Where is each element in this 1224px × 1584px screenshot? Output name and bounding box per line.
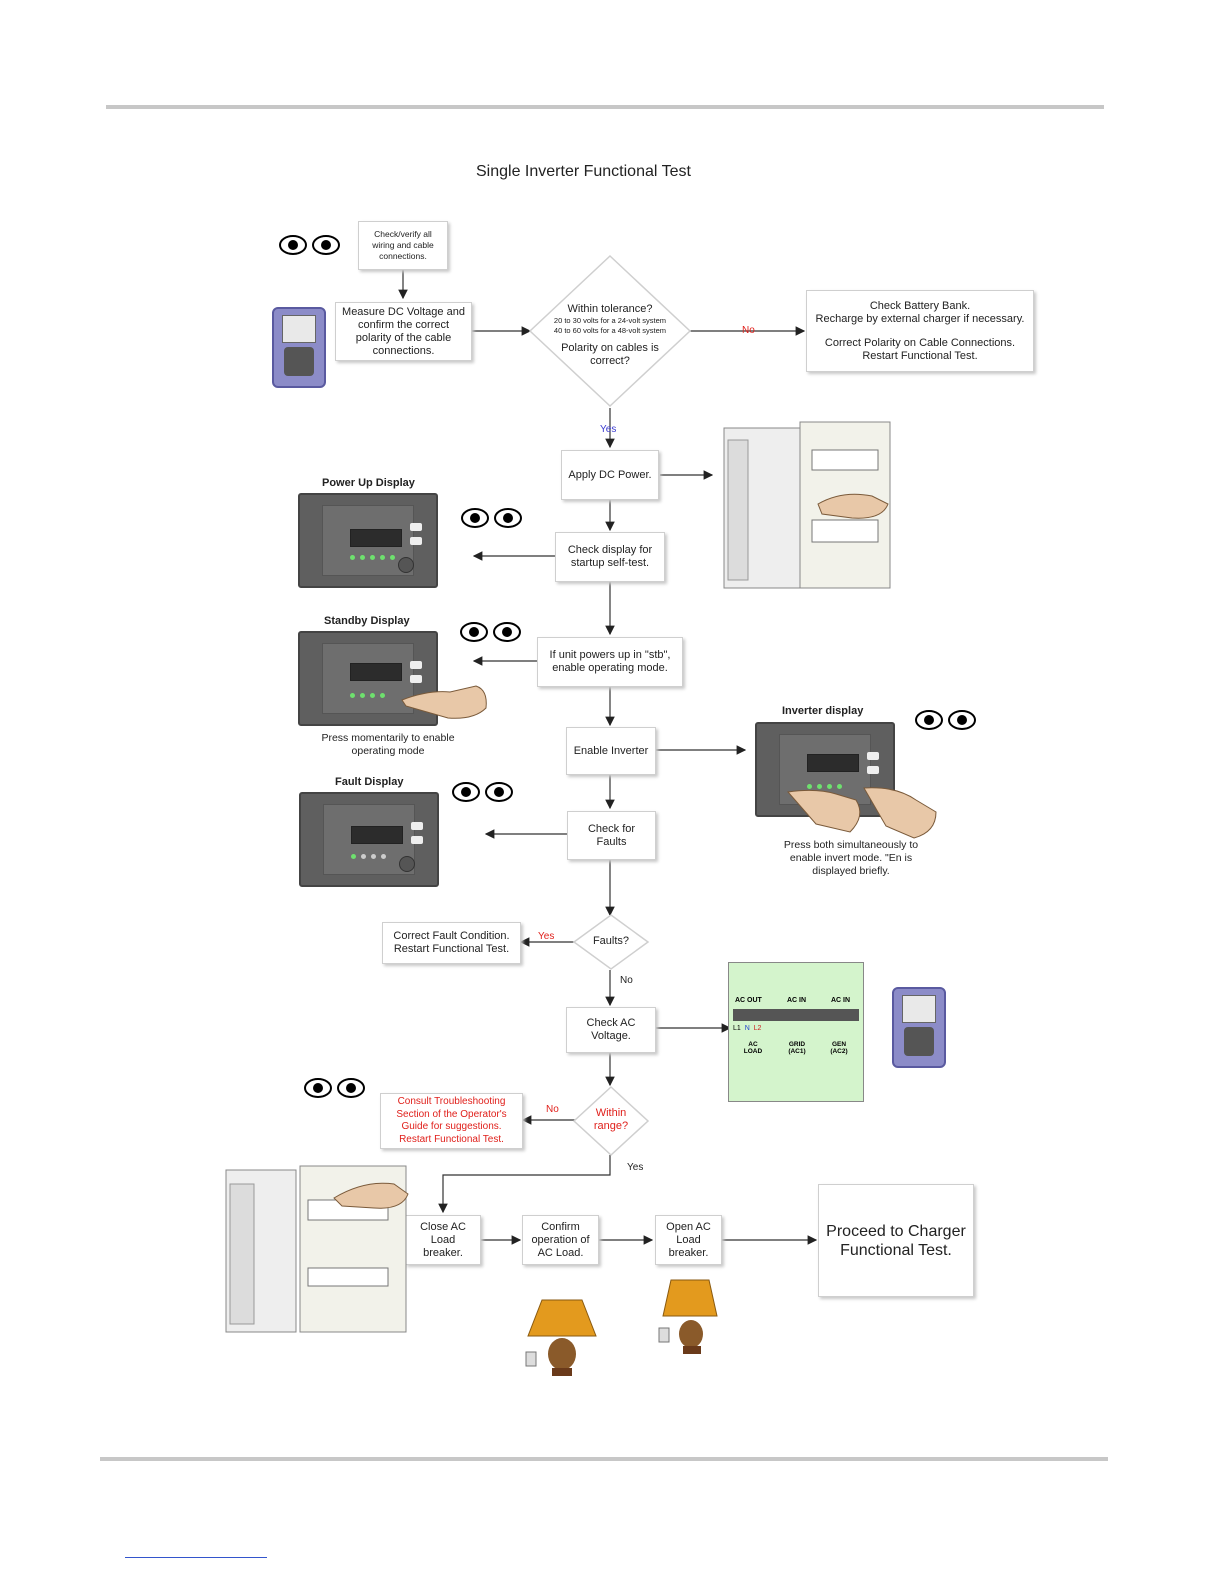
- battery-line-2: Recharge by external charger if necessar…: [815, 312, 1025, 325]
- l2-label: L2: [753, 1025, 762, 1032]
- flowchart-title: Single Inverter Functional Test: [476, 163, 691, 180]
- breaker-cabinet-icon: [723, 421, 891, 589]
- eyes-icon: [460, 622, 521, 642]
- consult-text: Consult Troubleshooting Section of the O…: [396, 1096, 507, 1145]
- tolerance-question: Within tolerance?: [567, 303, 653, 315]
- correct-fault-text: Correct Fault Condition. Restart Functio…: [393, 930, 510, 955]
- enable-inverter-box: Enable Inverter: [566, 727, 656, 775]
- eyes-icon: [461, 508, 522, 528]
- fault-caption: Fault Display: [335, 776, 404, 788]
- proceed-box: Proceed to Charger Functional Test.: [818, 1184, 974, 1297]
- check-ac-box: Check AC Voltage.: [566, 1007, 656, 1053]
- range-text: Within range?: [593, 1107, 629, 1132]
- battery-line-3: Correct Polarity on Cable Connections.: [824, 336, 1016, 349]
- check-display-text: Check display for startup self-test.: [567, 544, 653, 569]
- inverter-caption: Inverter display: [782, 705, 864, 717]
- close-ac-text: Close AC Load breaker.: [420, 1220, 466, 1259]
- check-ac-text: Check AC Voltage.: [586, 1017, 636, 1042]
- check-wiring-text: Check/verify all wiring and cable connec…: [372, 229, 434, 261]
- n-label: N: [744, 1025, 750, 1032]
- l1-label: L1: [733, 1025, 741, 1032]
- faults-text: Faults?: [592, 935, 630, 947]
- eyes-icon: [915, 710, 976, 730]
- fault-display-panel: [299, 792, 439, 887]
- grid-label: GRID (AC1): [788, 1041, 806, 1055]
- check-wiring-box: Check/verify all wiring and cable connec…: [358, 221, 448, 270]
- power-up-display-panel: [298, 493, 438, 588]
- no-range-label: No: [546, 1104, 559, 1115]
- ac-terminal-block: AC OUT AC IN AC IN L1 N L2 AC LOAD GRID …: [728, 962, 864, 1102]
- range-diamond: [572, 1085, 650, 1157]
- open-ac-text: Open AC Load breaker.: [666, 1220, 711, 1259]
- lamp-icon: [525, 1299, 597, 1376]
- tolerance-text: Within tolerance? 20 to 30 volts for a 2…: [540, 303, 680, 368]
- faults-diamond: [572, 914, 650, 970]
- yes-tolerance-label: Yes: [600, 424, 617, 435]
- footer-link-underline[interactable]: [125, 1557, 267, 1558]
- tolerance-24v: 20 to 30 volts for a 24-volt system: [553, 316, 667, 325]
- ac-out-label: AC OUT: [735, 997, 762, 1004]
- stb-box: If unit powers up in "stb", enable opera…: [537, 637, 683, 687]
- tolerance-48v: 40 to 60 volts for a 48-volt system: [553, 326, 667, 335]
- no-tolerance-label: No: [742, 325, 755, 336]
- check-faults-text: Check for Faults: [587, 822, 636, 848]
- standby-caption: Standby Display: [324, 615, 410, 627]
- header-rule: [106, 105, 1104, 109]
- enable-inverter-text: Enable Inverter: [573, 744, 649, 757]
- ac-in1-label: AC IN: [787, 997, 807, 1004]
- eyes-icon: [304, 1078, 365, 1098]
- battery-bank-box: Check Battery Bank. Recharge by external…: [806, 290, 1034, 372]
- correct-fault-box: Correct Fault Condition. Restart Functio…: [382, 922, 521, 964]
- measure-dc-text: Measure DC Voltage and confirm the corre…: [342, 305, 465, 357]
- confirm-ac-text: Confirm operation of AC Load.: [531, 1220, 590, 1259]
- eyes-icon: [452, 782, 513, 802]
- apply-dc-box: Apply DC Power.: [561, 450, 659, 500]
- multimeter-icon: [892, 987, 946, 1068]
- open-ac-box: Open AC Load breaker.: [655, 1215, 722, 1265]
- press-momentarily-note: Press momentarily to enable operating mo…: [321, 732, 455, 757]
- confirm-ac-box: Confirm operation of AC Load.: [522, 1215, 599, 1265]
- power-up-caption: Power Up Display: [322, 477, 415, 489]
- breaker-cabinet-icon: [225, 1165, 409, 1333]
- yes-range-label: Yes: [627, 1162, 644, 1173]
- terminal-row: L1 N L2: [733, 1025, 761, 1032]
- lamp-icon: [658, 1279, 718, 1354]
- ac-in2-label: AC IN: [831, 997, 851, 1004]
- no-fault-label: No: [620, 975, 633, 986]
- multimeter-icon: [272, 307, 326, 388]
- hand-pointer-icon: [401, 685, 487, 719]
- yes-fault-label: Yes: [538, 931, 555, 942]
- hands-pointer-icon: [787, 787, 937, 839]
- measure-dc-box: Measure DC Voltage and confirm the corre…: [335, 302, 472, 361]
- press-both-note: Press both simultaneously to enable inve…: [783, 839, 919, 877]
- proceed-text: Proceed to Charger Functional Test.: [826, 1222, 966, 1259]
- standby-display-panel: [298, 631, 438, 726]
- stb-text: If unit powers up in "stb", enable opera…: [549, 649, 671, 674]
- tolerance-diamond: [528, 254, 692, 408]
- gen-label: GEN (AC2): [830, 1041, 848, 1055]
- close-ac-box: Close AC Load breaker.: [405, 1215, 481, 1265]
- battery-line-1: Check Battery Bank.: [869, 299, 971, 312]
- consult-box: Consult Troubleshooting Section of the O…: [380, 1093, 523, 1149]
- check-display-box: Check display for startup self-test.: [555, 532, 665, 582]
- check-faults-box: Check for Faults: [567, 811, 656, 860]
- ac-load-label: AC LOAD: [743, 1041, 763, 1055]
- apply-dc-text: Apply DC Power.: [568, 468, 652, 481]
- eyes-icon: [279, 235, 340, 255]
- battery-line-4: Restart Functional Test.: [862, 349, 978, 362]
- footer-rule: [100, 1457, 1108, 1461]
- polarity-question: Polarity on cables is correct?: [561, 342, 659, 367]
